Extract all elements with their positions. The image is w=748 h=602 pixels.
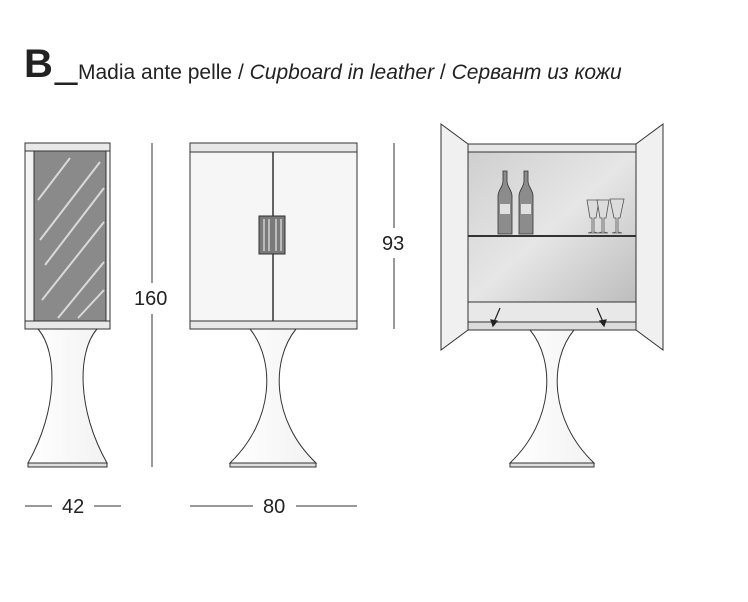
title-separator: / [434, 61, 452, 84]
open-pedestal [508, 329, 596, 464]
bottle-icon [497, 170, 513, 235]
depth-label: 42 [62, 496, 85, 518]
bottle-label [500, 204, 510, 214]
open-top-edge [467, 143, 637, 153]
open-view [440, 123, 664, 468]
bottles [497, 170, 534, 235]
side-pedestal [27, 328, 108, 464]
wine-glass-icon [596, 199, 610, 234]
glasses [586, 198, 625, 234]
right-open-door [635, 123, 664, 351]
side-view [24, 142, 111, 468]
side-bottom-edge [24, 320, 111, 330]
title-english: Cupboard in leather [249, 61, 435, 84]
height-body-label: 93 [382, 233, 405, 255]
left-open-door [440, 123, 469, 351]
interior-mirror [467, 151, 637, 303]
side-top-edge [24, 142, 111, 152]
width-label: 80 [263, 496, 286, 518]
dimension-lines [25, 143, 395, 507]
arrow-down-icon [598, 319, 607, 328]
product-title: Madia ante pelle / Cupboard in leather /… [78, 60, 622, 86]
open-base [509, 462, 595, 468]
front-pedestal [228, 328, 318, 464]
front-base [229, 462, 317, 468]
front-bottom-edge [189, 320, 358, 330]
arrow-down-icon [490, 319, 499, 328]
interior-drawer [467, 301, 637, 323]
front-view [189, 142, 358, 468]
handle-grooves [263, 219, 282, 251]
title-separator: / [232, 61, 250, 84]
front-top-edge [189, 142, 358, 153]
section-letter: B [24, 42, 53, 86]
bottle-label [521, 204, 531, 214]
title-russian: Сервант из кожи [451, 61, 622, 84]
title-italian: Madia ante pelle [78, 61, 233, 84]
side-base [27, 462, 108, 468]
section-underscore: _ [55, 42, 78, 86]
light-arrows [490, 307, 607, 328]
side-mirror-reflections [37, 157, 105, 319]
height-total-label: 160 [134, 288, 168, 310]
wine-glass-icon [609, 198, 625, 234]
bottle-icon [518, 170, 534, 235]
